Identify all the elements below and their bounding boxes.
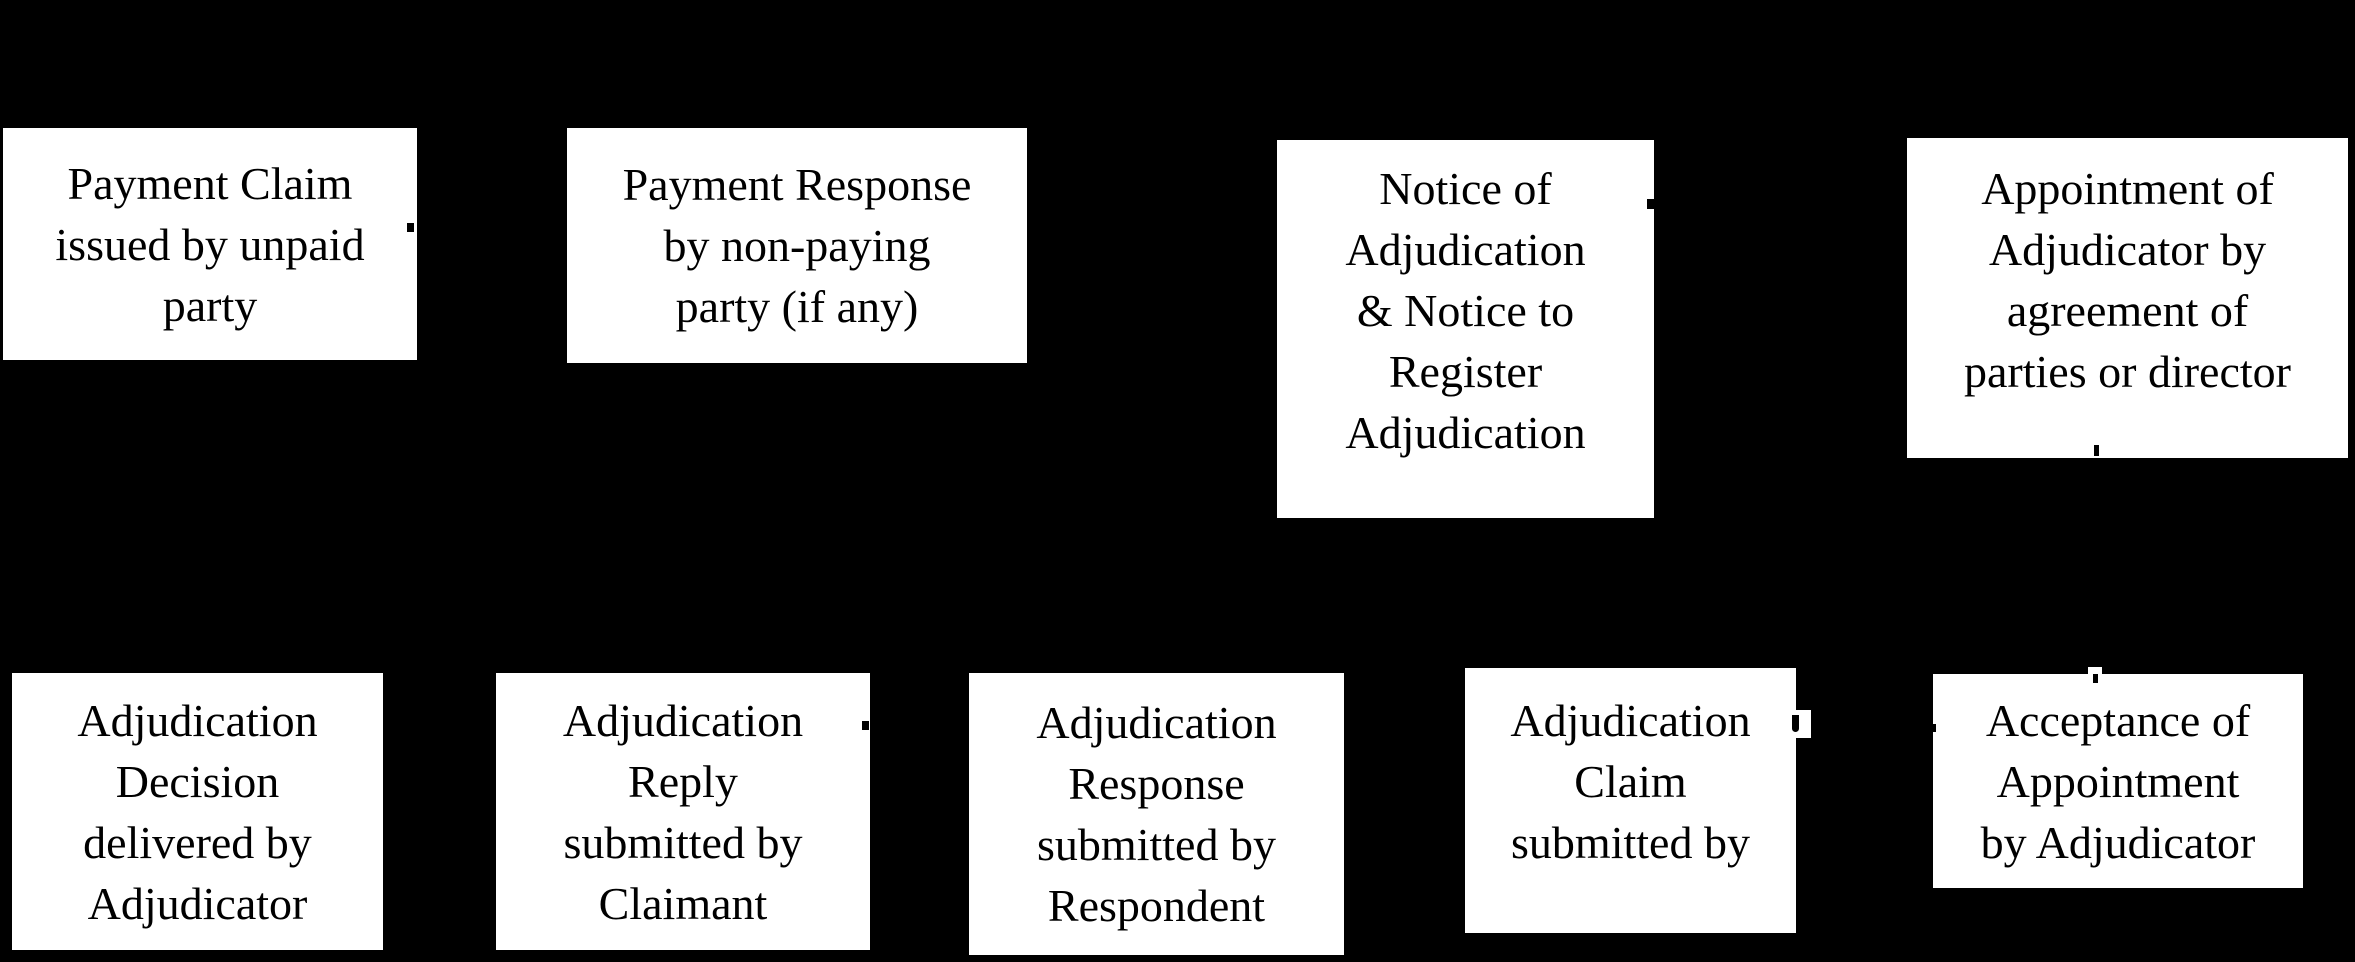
arrowhead-remnant [2088,667,2102,675]
box-payment-response: Payment Response by non-paying party (if… [567,128,1027,363]
arrow-stub-artifact [407,223,414,232]
box-line: submitted by [1037,819,1276,870]
box-adjudication-decision: Adjudication Decision delivered by Adjud… [12,673,383,950]
box-line: Respondent [1047,880,1266,931]
arrow-stub-artifact [862,721,869,730]
box-line: Payment Claim [67,157,353,209]
box-acceptance-of-appointment: Acceptance of Appointment by Adjudicator [1933,674,2303,888]
box-adjudication-reply: Adjudication Reply submitted by Claimant [496,673,870,950]
box-line: party [162,279,258,331]
box-line: Acceptance of [1985,694,2251,746]
box-line: Adjudicator by [1988,224,2267,275]
box-line: Adjudicator [87,877,308,929]
box-line: Appointment [1996,755,2240,807]
box-appointment-of-adjudicator: Appointment of Adjudicator by agreement … [1907,138,2348,458]
box-line: Reply [628,755,738,807]
box-line: Adjudication [562,694,804,746]
box-payment-claim: Payment Claim issued by unpaid party [3,128,417,360]
box-line: Adjudication [1036,697,1277,748]
box-line: delivered by [83,816,312,868]
arrowhead-remnant [1796,710,1811,738]
box-line: Payment Response [622,159,972,210]
arrow-stub-artifact [2094,445,2099,456]
box-line: Adjudication [77,694,318,746]
box-line: Appointment of [1981,163,2274,214]
box-line: & Notice to [1356,285,1575,336]
box-line: Adjudication [1345,407,1586,458]
box-adjudication-response: Adjudication Response submitted by Respo… [969,673,1344,955]
box-line: Notice of [1379,163,1552,214]
box-line: agreement of [2006,285,2249,336]
box-line: Claimant [598,877,768,929]
box-line: Adjudication [1510,695,1751,746]
box-line: issued by unpaid [55,218,365,270]
arrow-stub-artifact [2093,674,2098,683]
box-line: submitted by [1511,817,1750,868]
box-line: Decision [115,755,280,807]
box-line: Response [1068,758,1245,809]
box-line: Register [1388,346,1543,397]
box-line: by non-paying [663,220,931,271]
box-notice-of-adjudication: Notice of Adjudication & Notice to Regis… [1277,140,1654,518]
arrow-stub-artifact [1647,199,1654,209]
arrow-stub-artifact [1930,724,1936,732]
box-line: submitted by [563,816,803,868]
arrow-stub-artifact [1792,715,1799,732]
box-line: party (if any) [675,281,919,332]
box-adjudication-claim: Adjudication Claim submitted by [1465,668,1796,933]
box-line: Claim [1574,756,1687,807]
box-line: Adjudication [1345,224,1586,275]
box-line: parties or director [1964,346,2291,397]
box-line: by Adjudicator [1980,816,2256,868]
